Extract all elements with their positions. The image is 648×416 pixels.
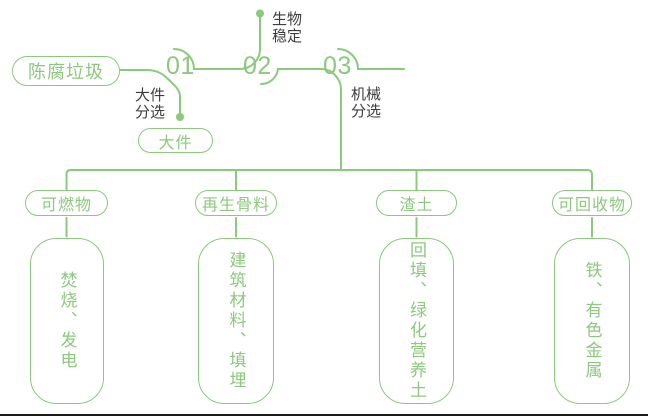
stage2-process-label: 生物稳定 — [272, 11, 303, 45]
stage3-process-label: 机械分选 — [351, 86, 382, 120]
use-box-recyclables: 铁、有色金属 — [554, 238, 630, 404]
line-stage3-drop — [319, 68, 342, 171]
use-text-recycled-aggregate: 建筑材料、填埋 — [226, 251, 246, 391]
source-pill: 陈腐垃圾 — [12, 56, 120, 86]
stage-number-01: 01 — [166, 52, 195, 80]
arc-stage3-outlet-stub — [337, 48, 405, 70]
branch-pill-bulky: 大件 — [138, 128, 213, 153]
distribution-bar — [65, 169, 593, 191]
arc-stage2-branch-up — [239, 16, 261, 70]
output-pill-combustibles: 可燃物 — [25, 190, 108, 216]
use-text-recyclables: 铁、有色金属 — [582, 261, 602, 381]
branch-endpoint-dot-biostable — [256, 9, 264, 18]
output-pill-recycled-aggregate: 再生骨料 — [195, 190, 277, 216]
branch-endpoint-dot-bulky — [176, 113, 184, 121]
page-edge-line — [0, 414, 648, 416]
output-pill-residue-soil: 渣土 — [376, 190, 457, 216]
use-box-combustibles: 焚烧、发电 — [30, 238, 104, 404]
use-box-residue-soil: 回填、绿化营养土 — [379, 238, 454, 404]
use-text-combustibles: 焚烧、发电 — [57, 271, 77, 371]
output-pill-recyclables: 可回收物 — [552, 190, 632, 216]
arc-stage1-to-stage2-line — [173, 48, 241, 70]
use-box-recycled-aggregate: 建筑材料、填埋 — [198, 238, 274, 404]
tail-stage2-to-stage3-line — [260, 68, 321, 86]
stage-number-03: 03 — [323, 52, 352, 80]
stage1-process-label: 大件分选 — [135, 87, 166, 121]
line-source-to-stage1-drop — [119, 69, 181, 114]
use-text-residue-soil: 回填、绿化营养土 — [407, 241, 426, 401]
stage-number-02: 02 — [243, 52, 272, 80]
